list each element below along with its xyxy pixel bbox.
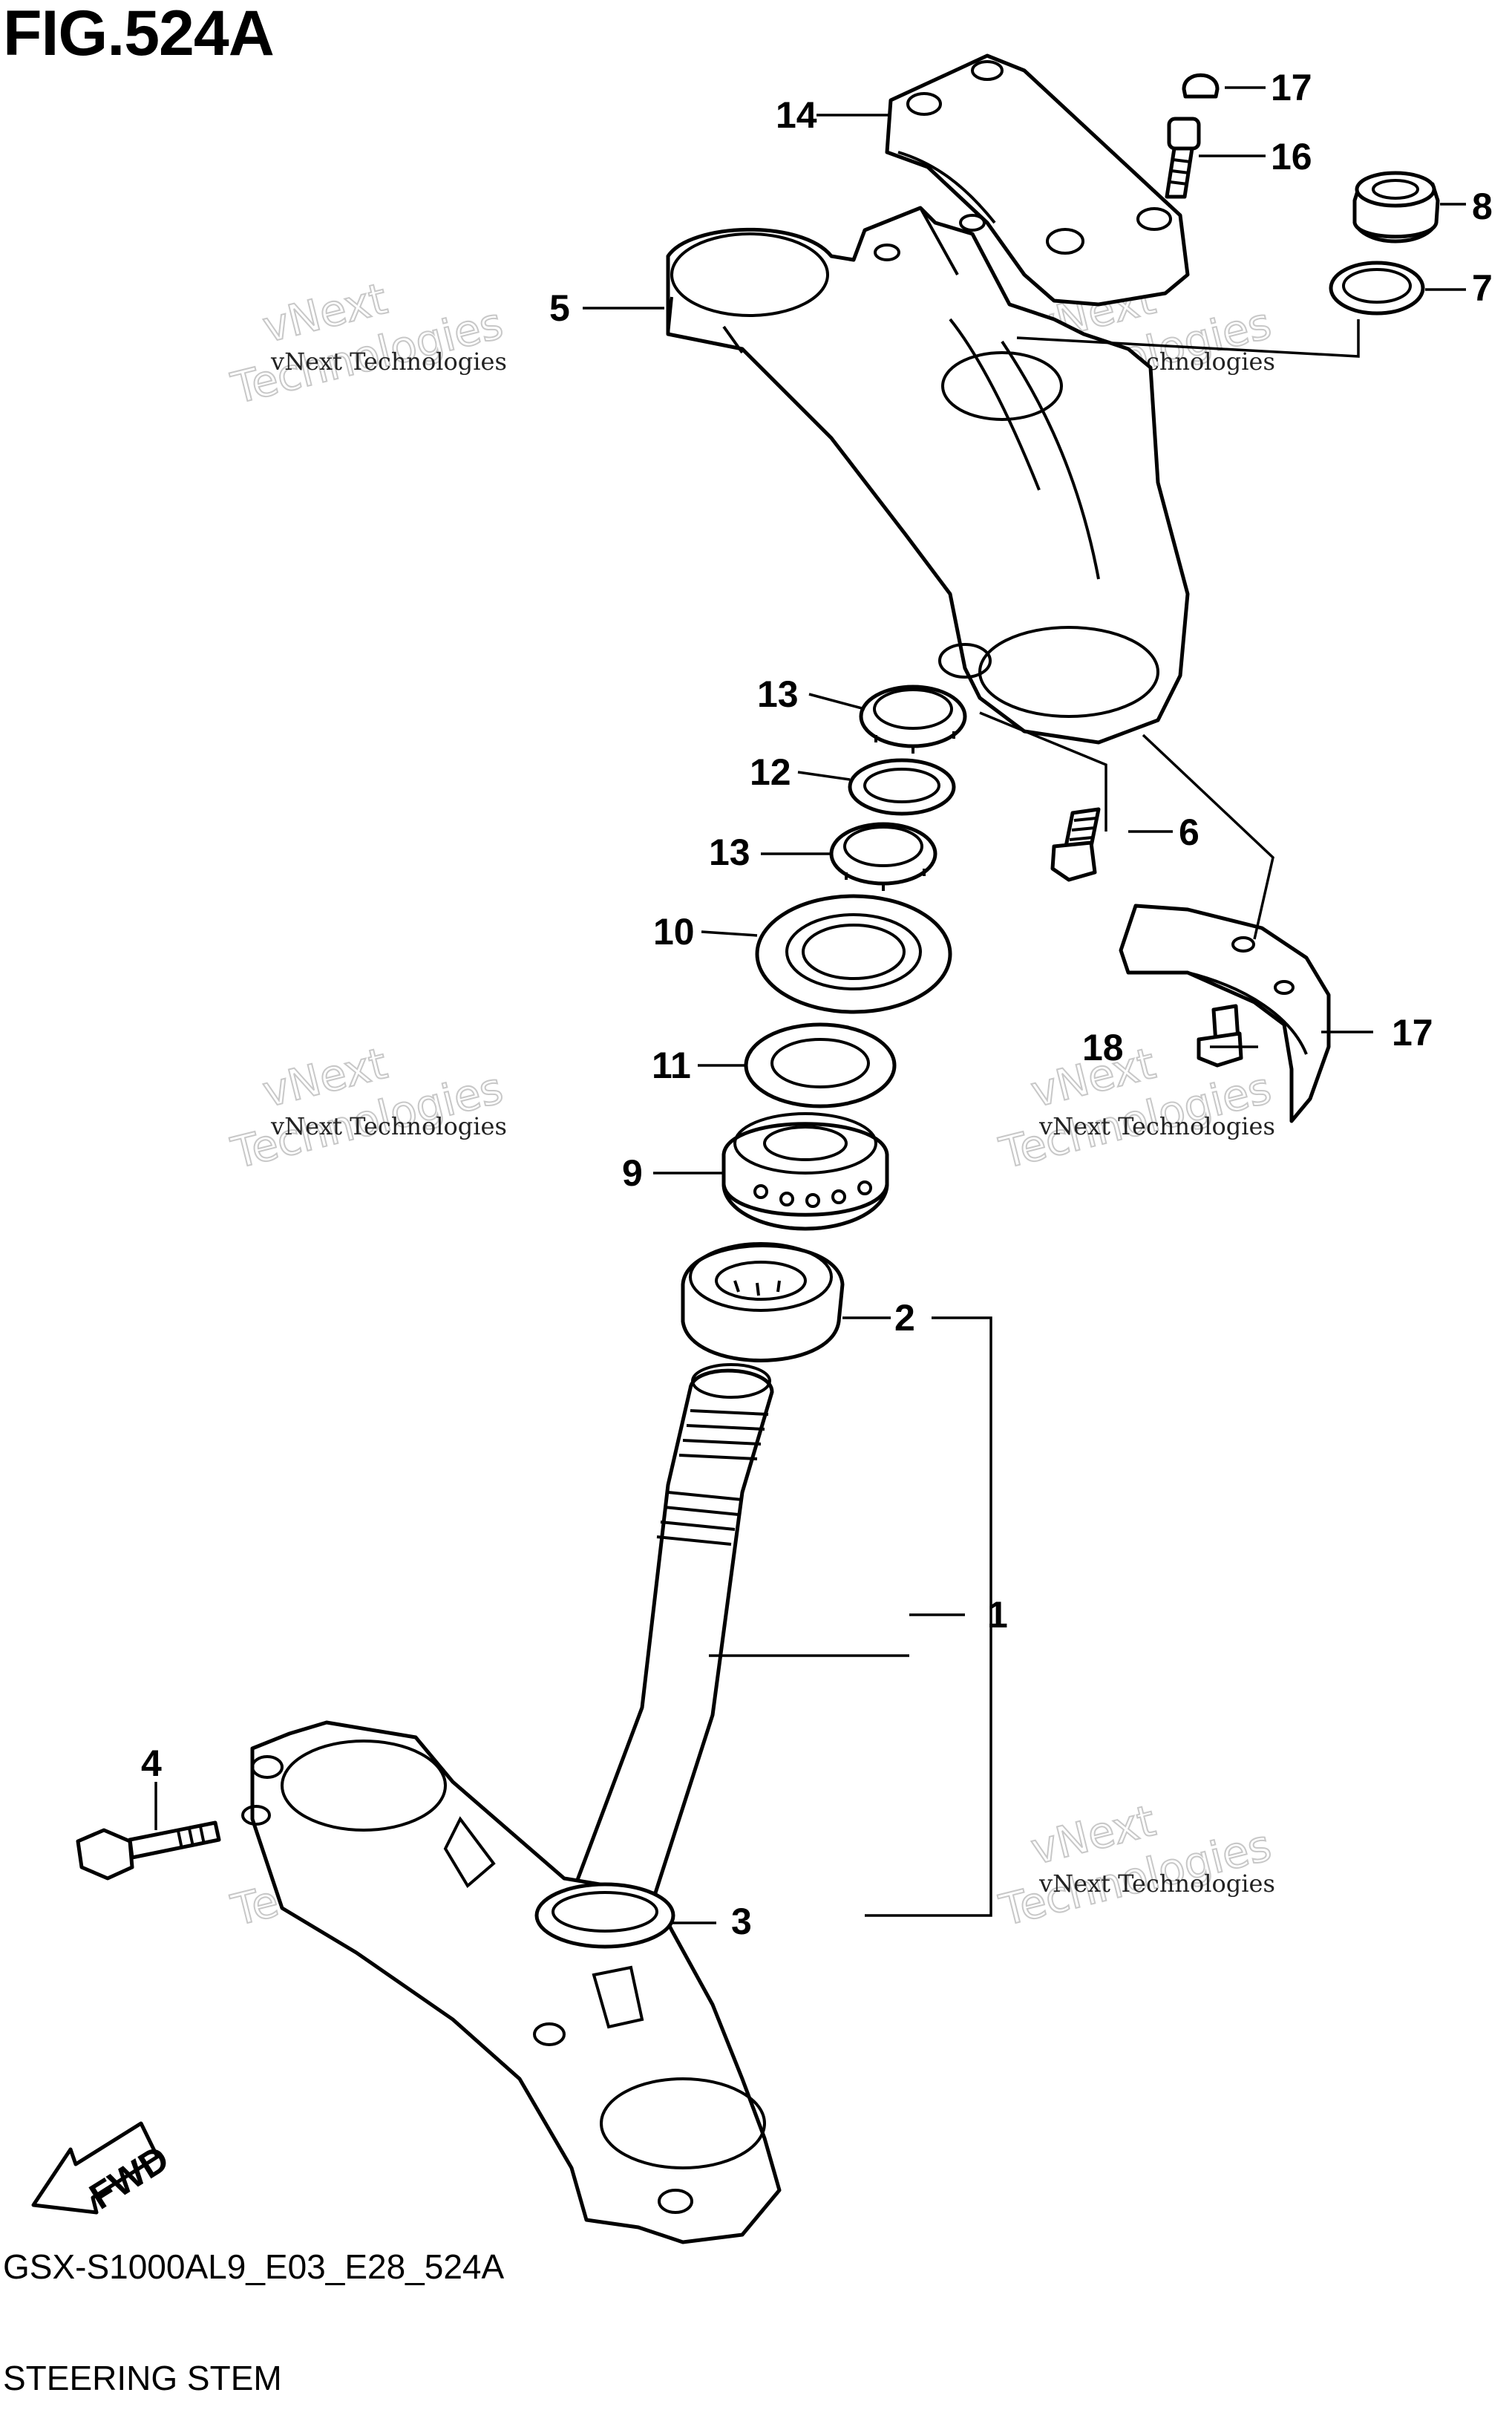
- callout-3: 3: [731, 1901, 752, 1942]
- lock-washer: [848, 758, 956, 816]
- watermark-1: vNext Technologies vNext Technologies: [226, 272, 508, 415]
- callout-16: 17: [1271, 67, 1312, 108]
- bracket-bolt: [1050, 807, 1101, 882]
- steering-stem: [562, 1363, 774, 1925]
- callout-14: 14: [776, 94, 817, 136]
- callout-17-text: 17: [1392, 1012, 1433, 1054]
- upper-bracket: [666, 206, 1190, 745]
- leader-lines: [154, 86, 1466, 1924]
- callout-5: 5: [549, 287, 570, 329]
- svg-text:vNext Technologies: vNext Technologies: [270, 347, 507, 376]
- callout-11: 11: [652, 1045, 691, 1086]
- callout-18: 18: [1082, 1027, 1124, 1068]
- cap: [1182, 73, 1220, 99]
- callout-1: 1: [987, 1594, 1008, 1636]
- holder-bolt: [1165, 117, 1201, 199]
- svg-text:vNext Technologies: vNext Technologies: [1038, 1112, 1275, 1140]
- watermark-6: vNext Technologies vNext Technologies: [994, 1794, 1277, 1937]
- upper-bearing: [721, 1112, 889, 1231]
- callout-4: 4: [141, 1743, 162, 1784]
- callout-12: 12: [750, 751, 791, 793]
- stopper-bolt: [1197, 1004, 1243, 1068]
- diagram-name: STEERING STEM: [3, 2359, 282, 2397]
- stem-head-nut: [1352, 171, 1440, 244]
- callout-6: 6: [1179, 811, 1200, 853]
- bearing-seal: [744, 1022, 897, 1108]
- watermark-3: vNext Technologies vNext Technologies: [226, 1037, 508, 1180]
- callout-15: 16: [1271, 136, 1312, 177]
- callout-9: 9: [622, 1152, 643, 1194]
- washer: [1329, 261, 1425, 316]
- fwd-arrow: FWD: [31, 2121, 176, 2218]
- diagram-code: GSX-S1000AL9_E03_E28_524A: [3, 2247, 505, 2286]
- callout-labels: 14 17 16 8 7 5 13 12 13 6 10 11 9 18 17 …: [141, 67, 1493, 1942]
- bearing-cover: [755, 894, 952, 1014]
- svg-text:vNext Technologies: vNext Technologies: [1038, 1869, 1275, 1898]
- callout-2: 2: [894, 1297, 915, 1339]
- figure-title: FIG.524A: [3, 0, 275, 69]
- callout-7: 7: [1472, 267, 1493, 309]
- callout-13-lower: 13: [709, 832, 750, 873]
- clamp-bolt: [76, 1820, 221, 1881]
- handlebar-holder: [885, 53, 1190, 307]
- stopper-bracket: [1119, 904, 1331, 1123]
- callout-10: 10: [653, 911, 695, 953]
- svg-text:vNext Technologies: vNext Technologies: [270, 1112, 507, 1140]
- stem-nut: [859, 685, 967, 754]
- lower-bearing: [681, 1242, 845, 1362]
- lower-bracket: [241, 1720, 782, 2244]
- callout-13: 13: [757, 673, 799, 715]
- stem-nut-lower: [829, 822, 937, 891]
- callout-8: 8: [1472, 186, 1493, 227]
